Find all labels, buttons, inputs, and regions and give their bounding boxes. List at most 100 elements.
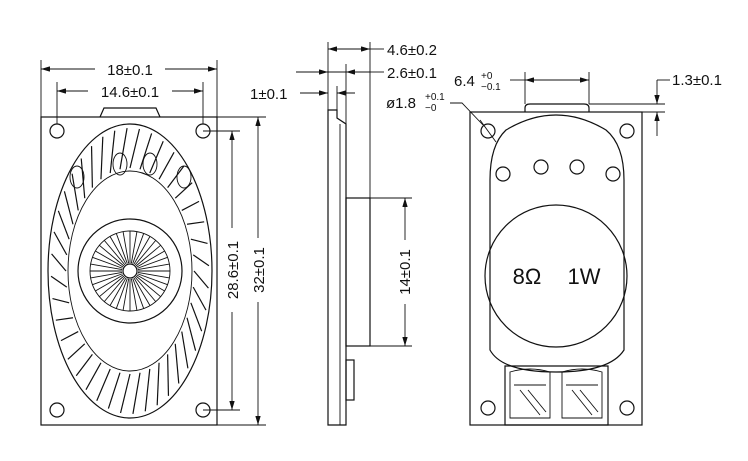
cone-spoke [135,275,161,298]
cone-rib [167,165,185,189]
cone-spoke [130,231,138,264]
dim-magnet-height: 14±0.1 [397,249,414,295]
cone-spoke [130,278,138,311]
cone-rib [52,298,70,304]
cone-spoke [134,240,157,266]
cone-spoke [137,271,170,279]
cone-spoke [90,263,123,271]
cone-spoke [99,275,125,298]
cone-spoke [137,263,170,271]
cone-rib [156,362,160,406]
dim-width-outer: 18±0.1 [107,62,153,79]
cone-rib [190,302,203,332]
cone-rib [174,343,180,384]
cone-spoke [135,244,161,267]
front-view: 18±0.1 14.6±0.1 28.6±0.1 32±0.1 [40,60,268,426]
dim-hole-diameter: ø1.8 [386,95,416,112]
cone-rib [100,136,104,180]
dim-total-depth: 4.6±0.2 [387,42,437,59]
cone-outline [47,123,213,419]
cone-rib [139,133,153,170]
cone-spoke [122,278,130,311]
side-view: 4.6±0.2 2.6±0.1 1±0.1 14±0.1 [250,42,437,426]
cone-spoke [92,273,123,286]
cone-rib [174,182,193,199]
cone-spoke [90,271,123,279]
dim-hole-dia-tol-plus: +0.1 [425,92,445,103]
cone-spoke [95,274,124,292]
cone-spoke [134,276,157,302]
power-label: 1W [568,264,601,289]
cone-rib [186,317,197,351]
dim-height-holes: 28.6±0.1 [225,241,242,299]
cone-rib [144,368,151,412]
cone-rib [192,254,210,267]
cone-rib [71,173,79,211]
terminals [504,365,609,426]
cone-spoke [99,244,125,267]
cone-rib [129,128,141,169]
cone-spoke [137,273,168,286]
cone-spoke [137,256,168,269]
cone-spoke [132,233,145,264]
cone-rib [192,286,207,311]
cone-rib [60,331,79,342]
mount-hole [49,402,65,418]
dim-tab-width-tol-plus: +0 [481,71,493,82]
cone-spoke [136,250,165,268]
cone-rib [107,372,121,409]
cone-spoke [133,277,151,306]
impedance-label: 8Ω [513,264,542,289]
cone-spoke [92,256,123,269]
dim-frame-thickness: 1±0.1 [250,86,287,103]
cone-rib [55,317,74,321]
cone-spoke [122,231,130,264]
cone-rib [193,270,209,289]
cone-spoke [95,250,124,268]
dim-height-outer: 32±0.1 [251,247,268,293]
cone-spoke [115,233,128,264]
dim-tab-width-tol-minus: −0.1 [481,82,501,93]
mount-hole [49,123,65,139]
cone-rib [186,221,205,225]
cone-rib [190,238,208,244]
cone-rib [181,331,189,369]
cone-spoke [109,236,127,265]
dim-tab-height: 1.3±0.1 [672,72,722,89]
magnet-label-circle [484,204,628,348]
cone-rib [51,253,67,272]
cone-rib [67,343,86,360]
cone-rib [119,127,128,170]
cone-rib [75,353,93,377]
cone-spoke [133,236,151,265]
cone-spoke [115,278,128,309]
cone-rib [119,373,131,414]
cone-rib [181,200,200,211]
cone-rib [57,210,70,240]
cone-rib [53,231,68,256]
cone-rib [96,368,111,401]
cone-rib [85,362,102,391]
center-dot [122,263,138,279]
dim-hole-dia-tol-minus: −0 [425,103,437,114]
cone-rib [63,191,74,225]
cone-rib [158,151,175,180]
back-view: 8Ω 1W 6.4 +0 −0.1 1.3±0.1 ø1.8 +0.1 −0 [386,71,722,426]
cone-spoke [109,277,127,306]
cone-spoke [103,240,126,266]
cone-rib [167,354,170,396]
cone-rib [109,130,116,174]
cone-spoke [136,274,165,292]
dim-width-holes: 14.6±0.1 [101,84,159,101]
cone-rib [90,146,93,188]
dim-magnet-depth: 2.6±0.1 [387,65,437,82]
cone-spoke [103,276,126,302]
cone-rib [50,275,68,288]
dust-cap [77,218,183,324]
cone-rib [80,158,86,199]
cone-spoke [132,278,145,309]
dim-tab-width: 6.4 [454,73,475,90]
cone-rib [132,372,141,415]
